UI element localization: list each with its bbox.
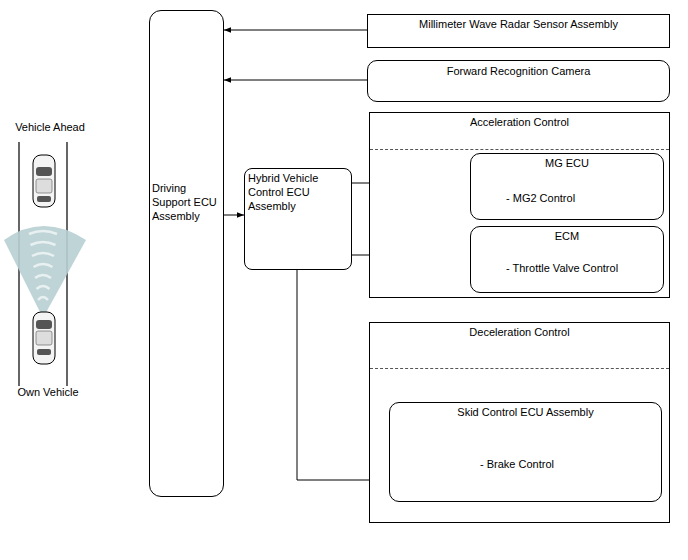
- signal-arrow: [224, 215, 244, 216]
- sensor-box: Millimeter Wave Radar Sensor Assembly: [367, 14, 670, 48]
- beam-wave: [37, 286, 50, 289]
- node-detail: - Brake Control: [480, 458, 554, 472]
- node-title: Forward Recognition Camera: [370, 65, 667, 79]
- ecu-box: ECM - Throttle Valve Control: [470, 226, 664, 293]
- beam-waves: [29, 231, 57, 300]
- vehicle-ahead-car: [33, 155, 55, 207]
- control-group: Deceleration ControlSkid Control ECU Ass…: [369, 322, 670, 523]
- ecu-box: Skid Control ECU Assembly - Brake Control: [389, 402, 662, 502]
- ecu-box: MG ECU - MG2 Control: [470, 153, 664, 220]
- beam-wave: [32, 253, 54, 256]
- node-title: ECM: [473, 230, 661, 244]
- beam-wave: [35, 275, 51, 278]
- camera-box: Forward Recognition Camera: [367, 60, 670, 102]
- beam-wave: [29, 231, 57, 234]
- radar-beam: [4, 226, 86, 318]
- node-detail: - Throttle Valve Control: [506, 262, 618, 276]
- beam-wave: [38, 297, 48, 300]
- signal-arrow: [224, 30, 367, 31]
- ecu-box: Driving Support ECU Assembly: [149, 10, 224, 497]
- signal-arrow: [224, 80, 367, 81]
- node-title: Skid Control ECU Assembly: [392, 406, 659, 420]
- ecu-box: Hybrid Vehicle Control ECU Assembly: [244, 168, 352, 270]
- divider-line: [370, 368, 669, 369]
- node-title: Acceleration Control: [372, 116, 667, 130]
- own-vehicle-car: [33, 312, 55, 364]
- node-title: Hybrid Vehicle Control ECU Assembly: [248, 172, 348, 213]
- caption-label: Vehicle Ahead: [15, 121, 85, 133]
- caption-label: Own Vehicle: [17, 386, 78, 398]
- beam-wave: [34, 264, 53, 267]
- node-title: Millimeter Wave Radar Sensor Assembly: [370, 18, 667, 32]
- node-title: Deceleration Control: [372, 326, 667, 340]
- control-group: Acceleration Control MG ECU - MG2 ControlE…: [369, 112, 670, 298]
- divider-line: [370, 149, 669, 150]
- node-detail: - MG2 Control: [506, 192, 575, 206]
- node-title: MG ECU: [473, 157, 661, 171]
- beam-wave: [31, 242, 56, 245]
- node-title: Driving Support ECU Assembly: [152, 182, 220, 223]
